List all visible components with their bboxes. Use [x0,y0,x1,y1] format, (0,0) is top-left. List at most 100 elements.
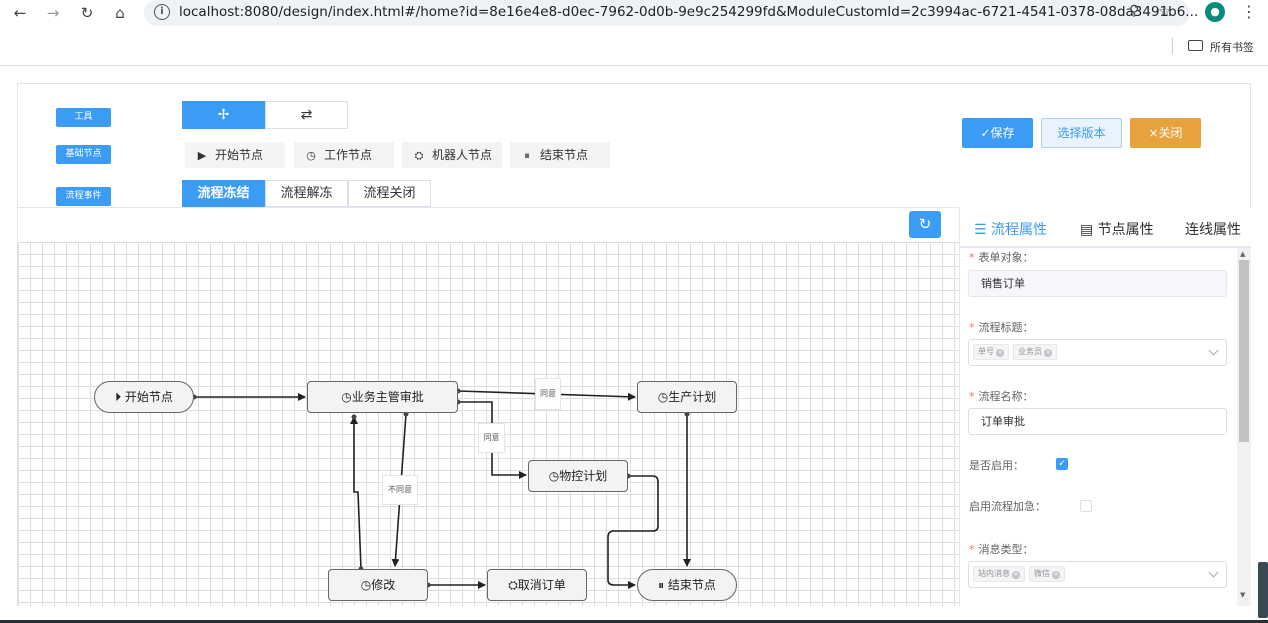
back-icon[interactable]: ← [13,4,27,22]
end-node-label: 结束节点 [667,578,716,592]
flow-title-select[interactable]: 单号×业务员× [968,339,1227,366]
pause-circle-icon: ⏸ [658,578,668,592]
tag-site-message: 站内消息× [973,566,1025,582]
start-node[interactable]: ⏵ 开始节点 [94,381,194,413]
browser-chrome: ← → ↻ ⌂ i localhost:8080/design/index.ht… [0,0,1268,66]
side-widget[interactable] [1258,562,1268,618]
star-icon[interactable]: ☆ [1158,2,1172,20]
edge-label-disagree[interactable]: 不同意 [382,475,418,505]
reload-icon[interactable]: ↻ [80,4,94,22]
robot-node-tool[interactable]: ⛭机器人节点 [402,142,502,168]
play-circle-icon: ▶ [197,149,207,162]
flow-designer: 工具 基础节点 流程事件 ✢ ⇄ ▶开始节点 ◷工作节点 ⛭机器人节点 ⏸结束节… [17,83,1251,606]
flow-title-label-text: 流程标题： [978,321,1034,334]
move-icon: ✢ [217,107,230,123]
base-nodes-label: 基础节点 [56,145,111,164]
close-icon[interactable]: × [1044,349,1052,357]
flow-canvas[interactable]: ↻ 同意 [18,208,959,606]
refresh-icon[interactable]: ↻ [909,211,941,238]
unfreeze-flow-button[interactable]: 流程解冻 [265,180,348,207]
freeze-flow-button[interactable]: 流程冻结 [182,180,265,207]
enabled-label: 是否启用： [969,459,1024,472]
close-flow-button[interactable]: 流程关闭 [348,180,431,207]
flow-title-label: *流程标题： [969,321,1034,334]
urgent-label: 启用流程加急： [969,500,1046,513]
tool-selector: ✢ ⇄ [182,101,348,129]
tag-site-message-text: 站内消息 [978,569,1010,578]
zoom-icon[interactable]: ⚲ [1129,3,1140,19]
close-button[interactable]: ×关闭 [1130,118,1201,148]
production-plan-node[interactable]: ◷生产计划 [637,381,737,413]
modify-label: 修改 [371,578,396,592]
document-icon: ▤ [1080,222,1098,238]
scroll-down-icon[interactable]: ▼ [1240,591,1246,599]
pause-circle-icon: ⏸ [524,149,530,162]
tag-wechat: 微信× [1029,566,1065,582]
scroll-up-icon[interactable]: ▲ [1240,250,1246,258]
start-node-tool[interactable]: ▶开始节点 [185,142,285,168]
save-button[interactable]: ✓保存 [962,118,1033,148]
home-icon[interactable]: ⌂ [115,4,125,22]
message-type-select[interactable]: 站内消息×微信× [968,561,1227,588]
urgent-checkbox[interactable] [1080,500,1092,512]
tab-flow-properties[interactable]: ☰ 流程属性 [974,219,1047,239]
material-plan-label: 物控计划 [559,469,608,483]
scroll-thumb[interactable] [1239,260,1249,442]
timer-icon: ◷ [360,578,372,592]
tab-node-properties-label: 节点属性 [1097,222,1154,238]
work-node-tool-label: 工作节点 [324,148,373,162]
work-node-tool[interactable]: ◷ 工作节点 [294,142,394,168]
form-object-label-text: 表单对象： [978,251,1034,264]
close-icon[interactable]: × [1012,571,1020,579]
tag-salesperson-text: 业务员 [1018,347,1042,356]
chevron-down-icon [1208,567,1219,578]
all-bookmarks-link[interactable]: 所有书签 [1210,41,1254,54]
flow-name-input[interactable]: 订单审批 [968,408,1227,435]
flow-events-label: 流程事件 [56,187,111,206]
tag-order-no: 单号× [973,344,1009,360]
info-icon[interactable]: i [154,4,170,20]
play-circle-icon: ⏵ [115,390,125,404]
end-node[interactable]: ⏸ 结束节点 [637,569,737,601]
cancel-order-node[interactable]: ⛭取消订单 [487,569,587,601]
tag-wechat-text: 微信 [1034,569,1050,578]
message-type-label: *消息类型： [969,543,1034,556]
form-object-field[interactable]: 销售订单 [968,270,1227,297]
address-bar[interactable]: i localhost:8080/design/index.html#/home… [144,0,1198,26]
property-pane: ☰ 流程属性 ▤ 节点属性 连线属性 *表单对象： 销售订单 *流程标题： 单号… [959,208,1251,606]
profile-icon[interactable]: ● [1205,2,1225,22]
connect-tool-button[interactable]: ⇄ [265,101,348,129]
tab-node-properties[interactable]: ▤ 节点属性 [1080,219,1154,239]
connect-icon: ⇄ [300,107,313,123]
enabled-checkbox[interactable]: ✓ [1056,458,1068,470]
close-icon[interactable]: × [996,349,1004,357]
property-scrollbar[interactable]: ▲ ▼ [1237,248,1251,606]
flow-name-label-text: 流程名称： [978,390,1034,403]
tab-edge-properties[interactable]: 连线属性 [1185,222,1241,238]
taskbar-edge [0,620,1268,623]
cancel-order-label: 取消订单 [517,578,566,592]
sliders-icon: ☰ [974,222,992,238]
end-node-tool-label: 结束节点 [540,148,589,162]
start-node-label: 开始节点 [124,390,173,404]
manager-review-label: 业务主管审批 [351,390,424,404]
timer-icon: ◷ [306,149,316,162]
modify-node[interactable]: ◷修改 [328,569,428,601]
close-icon[interactable]: × [1052,571,1060,579]
property-tabs: ☰ 流程属性 ▤ 节点属性 连线属性 [960,208,1251,248]
manager-review-node[interactable]: ◷业务主管审批 [307,381,458,413]
menu-icon[interactable]: ⋮ [1241,2,1257,21]
timer-icon: ◷ [341,390,352,404]
url-text[interactable]: localhost:8080/design/index.html#/home?i… [179,4,1199,20]
robot-icon: ⛭ [414,149,424,162]
forward-icon[interactable]: → [46,4,60,22]
edge-label-agree[interactable]: 同意 [478,423,505,453]
end-node-tool[interactable]: ⏸ 结束节点 [510,142,610,168]
edge-label-agree[interactable]: 同意 [535,378,561,410]
tab-flow-properties-label: 流程属性 [991,222,1048,238]
move-tool-button[interactable]: ✢ [182,101,265,129]
timer-icon: ◷ [657,390,669,404]
material-plan-node[interactable]: ◷物控计划 [528,460,628,492]
select-version-button[interactable]: 选择版本 [1041,118,1122,148]
bookmark-separator [1172,38,1173,54]
